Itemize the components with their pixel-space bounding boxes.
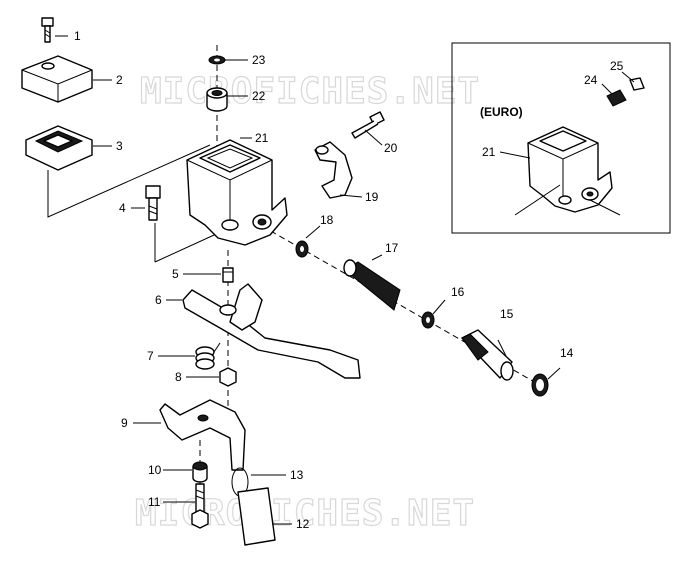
- callout-1: 1: [74, 29, 81, 43]
- callout-19: 19: [365, 190, 379, 204]
- part-6-brake-lever: [182, 283, 361, 379]
- callout-4: 4: [119, 201, 126, 215]
- callout-25: 25: [610, 59, 624, 73]
- callout-21: 21: [255, 131, 269, 145]
- callout-8: 8: [175, 370, 182, 384]
- callout-3: 3: [116, 139, 123, 153]
- leader-lines: [55, 35, 635, 525]
- part-19-clamp: [314, 141, 353, 199]
- inset-part-21-master-cylinder: [527, 126, 613, 213]
- callout-9: 9: [121, 416, 128, 430]
- part-8-nut: [219, 367, 237, 387]
- bracket-return-line: [154, 229, 226, 263]
- part-1-screw: [41, 17, 54, 43]
- part-10-spacer: [192, 461, 208, 483]
- callout-15: 15: [500, 307, 514, 321]
- part-21-master-cylinder: [186, 139, 288, 246]
- watermark-top: MICROFICHES.NET: [140, 71, 480, 112]
- part-4-bolt: [145, 185, 161, 221]
- watermark-bottom: MICROFICHES.NET: [135, 493, 475, 534]
- part-18-washer: [295, 240, 309, 258]
- callout-12: 12: [296, 517, 310, 531]
- inset-leader-a: [514, 184, 561, 216]
- inset-leader-b: [589, 199, 621, 216]
- callout-21-euro: 21: [482, 145, 496, 159]
- part-11-bolt: [191, 483, 209, 529]
- euro-inset-title: (EURO): [480, 105, 523, 119]
- callout-6: 6: [155, 293, 162, 307]
- part-5-pivot-pin: [222, 267, 234, 283]
- callout-7: 7: [147, 349, 154, 363]
- part-7-spring: [195, 342, 221, 370]
- euro-inset-frame: [451, 42, 671, 234]
- callout-18: 18: [320, 213, 334, 227]
- callout-17: 17: [385, 241, 399, 255]
- part-3-diaphragm: [25, 125, 93, 171]
- callout-14: 14: [560, 346, 574, 360]
- callout-2: 2: [116, 73, 123, 87]
- part-16-washer: [421, 311, 435, 329]
- callout-10: 10: [148, 463, 162, 477]
- callout-22: 22: [252, 89, 266, 103]
- part-20-screw: [351, 111, 385, 139]
- part-14-o-ring: [531, 373, 549, 397]
- assembly-bracket-lines: [47, 144, 211, 218]
- part-22-bushing: [206, 87, 228, 112]
- part-23-washer: [208, 55, 226, 65]
- callout-20: 20: [384, 141, 398, 155]
- part-9-bracket: [159, 399, 246, 471]
- callout-13: 13: [290, 468, 304, 482]
- part-12-tag: [237, 487, 276, 546]
- part-17-boot: [343, 259, 401, 311]
- callout-24: 24: [584, 73, 598, 87]
- callout-23: 23: [252, 53, 266, 67]
- callout-11: 11: [148, 495, 161, 509]
- part-2-reservoir-cover: [21, 55, 93, 103]
- callout-16: 16: [451, 285, 465, 299]
- part-15-piston: [461, 329, 514, 381]
- callout-5: 5: [172, 267, 179, 281]
